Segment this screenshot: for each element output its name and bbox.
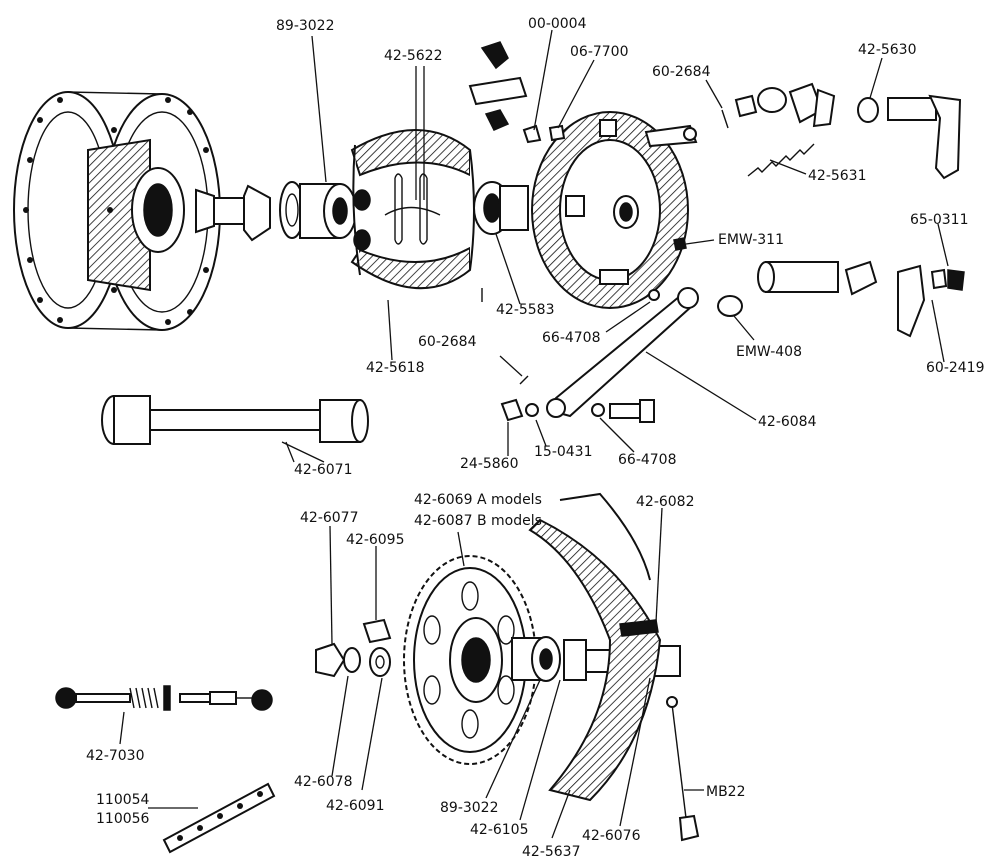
label-42-7030: 42-7030 [86,748,145,764]
label-42-6091: 42-6091 [326,798,385,814]
label-60-2684-top: 60-2684 [652,64,711,80]
label-15-0431: 15-0431 [534,444,593,460]
small-parts-cluster [468,41,698,148]
label-42-5631: 42-5631 [808,168,867,184]
label-66-4708-top: 66-4708 [542,330,601,346]
label-06-7700: 06-7700 [570,44,629,60]
label-24-5860: 24-5860 [460,456,519,472]
label-emw-408: EMW-408 [736,344,802,360]
sprocket-carrier-42-5637 [528,492,662,802]
label-42-6105: 42-6105 [470,822,529,838]
label-42-5622: 42-5622 [384,48,443,64]
label-89-3022-top: 89-3022 [276,18,335,34]
label-00-0004: 00-0004 [528,16,587,32]
label-42-6069: 42-6069 A models [414,492,542,508]
bearing-42-5583 [473,181,529,235]
label-42-6084: 42-6084 [758,414,817,430]
label-110054: 110054 [96,792,150,808]
label-42-5637: 42-5637 [522,844,581,860]
label-42-6082: 42-6082 [636,494,695,510]
brake-shoes-42-5618 [350,129,475,290]
wheel-hub [13,91,221,331]
brake-plate [531,111,689,309]
brake-springs-42-5622 [384,173,441,245]
label-mb22: MB22 [706,784,746,800]
label-42-6077: 42-6077 [300,510,359,526]
label-42-5618: 42-5618 [366,360,425,376]
label-60-2684-mid: 60-2684 [418,334,477,350]
hub-axle-shaft [195,184,271,242]
bolt-and-washers [481,288,655,423]
spring-42-5631 [747,143,815,177]
part-labels: 89-3022 00-0004 42-5622 06-7700 60-2684 … [86,16,985,860]
label-42-6087: 42-6087 B models [414,513,542,529]
leader-lines [119,29,949,839]
cam-shaft-42-5630 [857,94,962,180]
bearing-89-3022-top [279,181,357,239]
screw-emw-311 [673,237,687,251]
label-66-4708-bottom: 66-4708 [618,452,677,468]
label-42-6078: 42-6078 [294,774,353,790]
brake-arm-42-6084 [546,287,743,418]
chain-110054 [162,782,276,854]
label-42-6095: 42-6095 [346,532,405,548]
brake-cable-42-7030 [55,685,273,711]
label-42-5630: 42-5630 [858,42,917,58]
label-emw-311: EMW-311 [718,232,784,248]
brake-cam-parts [721,82,836,129]
label-42-6076: 42-6076 [582,828,641,844]
nuts-and-washers-bottom [315,618,392,678]
label-89-3022-bottom: 89-3022 [440,800,499,816]
label-42-6071: 42-6071 [294,462,353,478]
label-65-0311: 65-0311 [910,212,969,228]
spoke-mb22 [666,696,700,842]
label-42-5583: 42-5583 [496,302,555,318]
adjuster-and-lever-parts [757,260,965,338]
axle-42-6071 [101,395,369,445]
label-110056: 110056 [96,811,150,827]
label-60-2419: 60-2419 [926,360,985,376]
sprocket-42-6069 [403,555,537,765]
